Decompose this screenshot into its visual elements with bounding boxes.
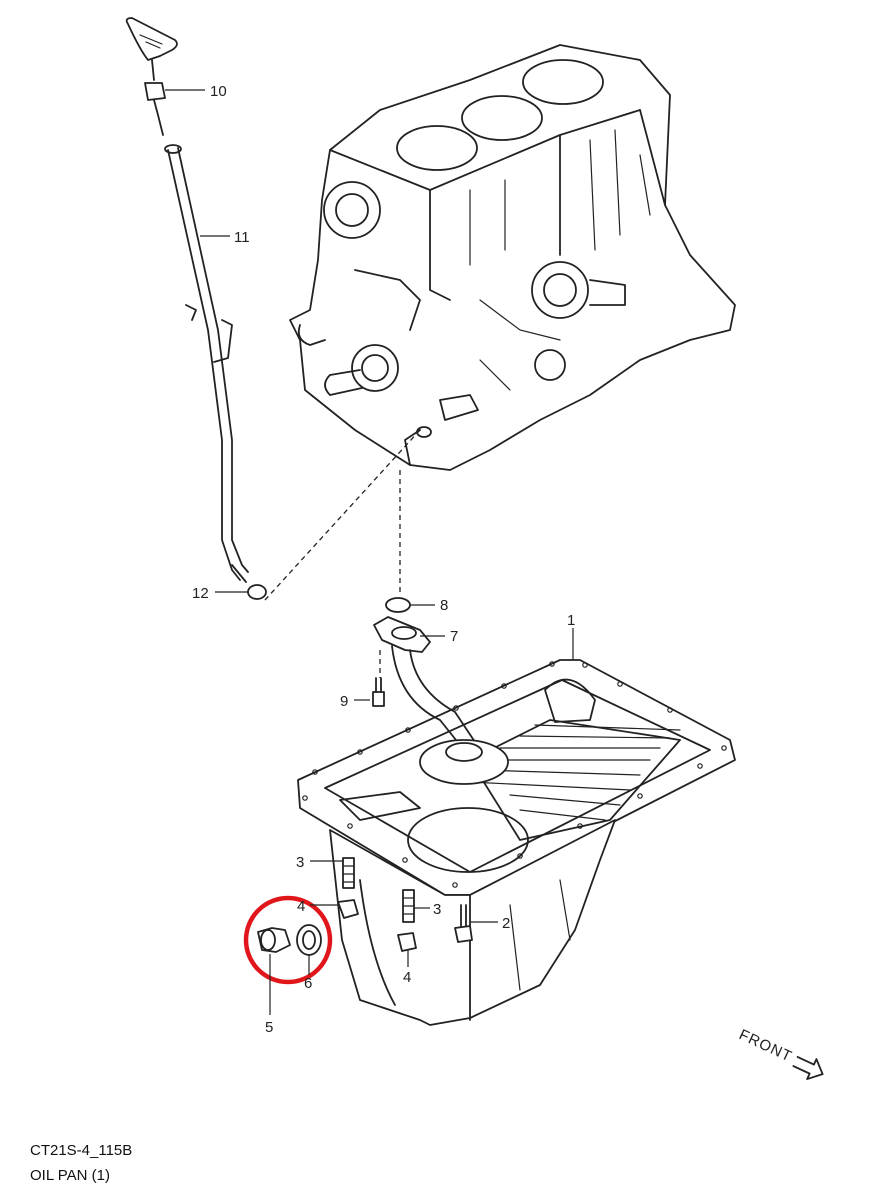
diagram-title: OIL PAN (1): [30, 1167, 111, 1184]
bolt-2: [454, 904, 473, 943]
oil-level-gauge-guide: [164, 144, 249, 583]
callout-12: 12: [192, 585, 209, 602]
stud-bolt-3a: [342, 857, 355, 889]
stud-bolt-3b: [402, 889, 415, 923]
o-ring-8: [385, 597, 411, 613]
front-arrow-icon: [792, 1056, 824, 1080]
oil-strainer: [373, 616, 509, 785]
callout-7: 7: [450, 628, 458, 645]
o-ring-12: [247, 584, 267, 600]
callout-1: 1: [567, 612, 575, 629]
callout-3b: 3: [433, 901, 441, 918]
nut-4b: [397, 932, 417, 952]
callout-11: 11: [234, 229, 250, 246]
callout-5: 5: [265, 1019, 273, 1036]
assembly-line-gauge-guide: [264, 429, 421, 601]
callout-4a: 4: [297, 898, 305, 915]
callout-8: 8: [440, 597, 448, 614]
nut-4a: [337, 899, 359, 919]
oil-level-gauge: [125, 17, 178, 136]
drain-plug-5: [257, 927, 291, 953]
highlight-circle: [243, 895, 333, 985]
callout-10: 10: [210, 83, 227, 100]
callout-2: 2: [502, 915, 510, 932]
leader-lines: [165, 89, 574, 1015]
callout-3a: 3: [296, 854, 304, 871]
callout-4b: 4: [403, 969, 411, 986]
front-label: FRONT: [736, 1026, 795, 1065]
diagram-code: CT21S-4_115B: [30, 1142, 133, 1159]
oil-pan: [297, 659, 736, 1026]
drain-plug-gasket-6: [296, 924, 322, 956]
bolt-9: [372, 677, 385, 707]
callout-6: 6: [304, 975, 312, 992]
engine-block: [289, 44, 736, 471]
front-indicator: FRONT: [736, 1026, 824, 1080]
flange-bolt-holes: [302, 661, 727, 888]
callout-9: 9: [340, 693, 348, 710]
